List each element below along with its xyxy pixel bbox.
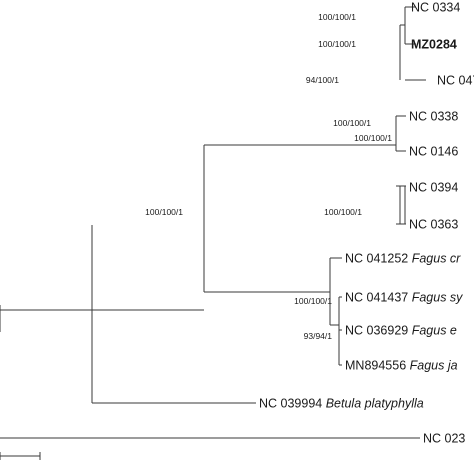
tip-accession: NC 0146 [409,145,458,159]
tip-accession: NC 036929 [345,324,408,338]
tip-label: MZ0284 [411,38,457,52]
tip-label: NC 0334 [411,1,460,15]
support-value: 100/100/1 [318,12,356,22]
support-value: 94/100/1 [306,75,339,85]
support-value: 100/100/1 [318,39,356,49]
tip-accession: NC 039994 [259,397,322,411]
tip-accession: NC 041252 [345,252,408,266]
tip-label: NC 023 [423,432,465,446]
tip-species: Fagus ja [406,359,457,373]
tip-accession: NC 0338 [409,110,458,124]
tip-species: Fagus e [408,324,457,338]
tip-accession: MZ0284 [411,38,457,52]
tip-accession: NC 047 [437,74,474,88]
tip-label: NC 0363 [409,218,458,232]
tip-species: Betula platyphylla [322,397,424,411]
tip-accession: NC 0394 [409,181,458,195]
support-value: 100/100/1 [354,133,392,143]
tip-label: NC 047 [437,74,474,88]
support-value: 100/100/1 [294,296,332,306]
tip-species: Fagus cr [408,252,461,266]
support-value: 100/100/1 [333,118,371,128]
tip-accession: MN894556 [345,359,406,373]
tip-label: NC 0338 [409,110,458,124]
tip-accession: NC 0334 [411,1,460,15]
tip-label: MN894556 Fagus ja [345,359,458,373]
tip-accession: NC 041437 [345,291,408,305]
tip-species: Fagus sy [408,291,463,305]
support-value: 100/100/1 [324,207,362,217]
tip-label: NC 041252 Fagus cr [345,252,461,266]
tip-accession: NC 0363 [409,218,458,232]
tip-label: NC 036929 Fagus e [345,324,457,338]
tip-accession: NC 023 [423,432,465,446]
support-value: 100/100/1 [145,207,183,217]
tree-branches [0,6,426,460]
tip-label: NC 0394 [409,181,458,195]
tip-label: NC 0146 [409,145,458,159]
tip-label: NC 041437 Fagus sy [345,291,463,305]
support-value: 93/94/1 [304,331,333,341]
tip-label: NC 039994 Betula platyphylla [259,397,424,411]
